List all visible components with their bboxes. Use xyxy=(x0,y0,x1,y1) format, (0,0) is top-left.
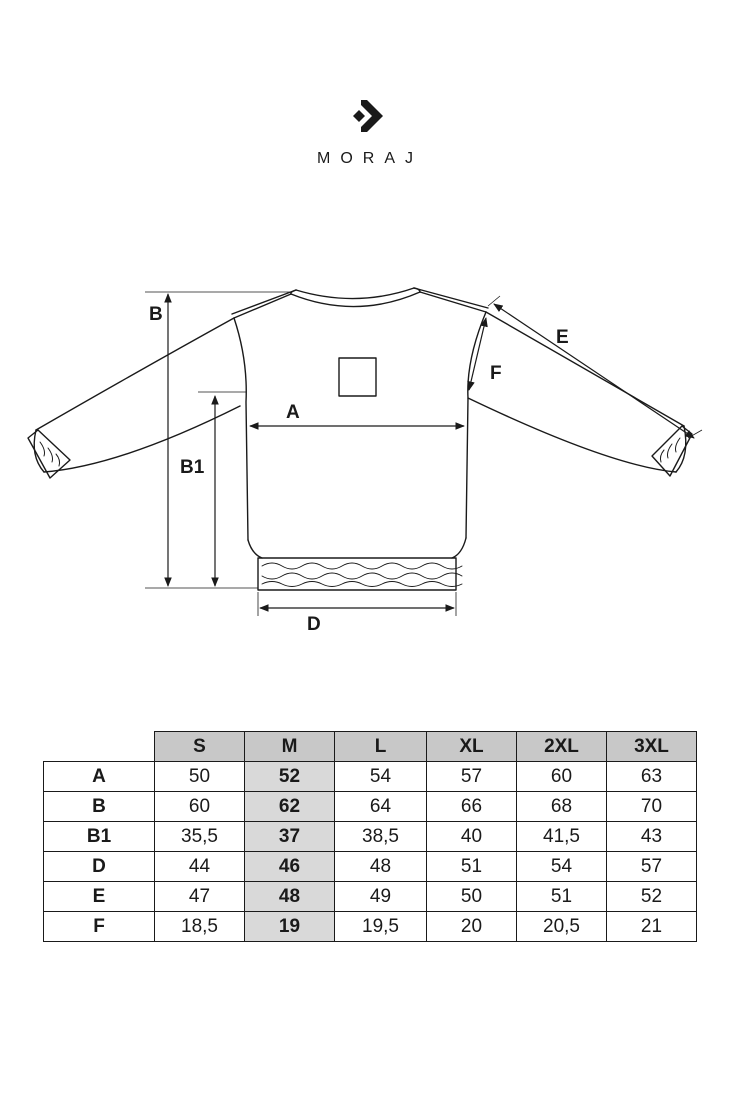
row-label: F xyxy=(43,911,155,942)
table-cell: 60 xyxy=(154,791,245,822)
table-cell: 18,5 xyxy=(154,911,245,942)
size-header-xl: XL xyxy=(426,731,517,762)
table-cell: 64 xyxy=(334,791,427,822)
table-cell: 41,5 xyxy=(516,821,607,852)
table-cell: 47 xyxy=(154,881,245,912)
table-cell-highlighted: 19 xyxy=(244,911,335,942)
table-cell: 19,5 xyxy=(334,911,427,942)
table-cell: 54 xyxy=(516,851,607,882)
table-cell: 60 xyxy=(516,761,607,792)
table-cell-highlighted: 62 xyxy=(244,791,335,822)
table-row: D 44 46 48 51 54 57 xyxy=(43,851,697,882)
table-cell: 21 xyxy=(606,911,697,942)
row-label: B xyxy=(43,791,155,822)
table-cell: 43 xyxy=(606,821,697,852)
sweatshirt-measurement-diagram: B B1 A D E F xyxy=(27,287,703,635)
brand-name: MORAJ xyxy=(317,150,423,167)
dimension-label-a: A xyxy=(286,402,300,423)
table-cell-highlighted: 52 xyxy=(244,761,335,792)
dimension-label-b1: B1 xyxy=(180,457,205,478)
row-label: B1 xyxy=(43,821,155,852)
measurement-lines xyxy=(145,291,703,616)
row-label: A xyxy=(43,761,155,792)
table-cell: 50 xyxy=(154,761,245,792)
table-cell: 48 xyxy=(334,851,427,882)
size-header-l: L xyxy=(334,731,427,762)
chest-patch xyxy=(338,357,377,397)
table-cell: 63 xyxy=(606,761,697,792)
table-cell-highlighted: 48 xyxy=(244,881,335,912)
table-cell: 40 xyxy=(426,821,517,852)
size-header-row: S M L XL 2XL 3XL xyxy=(43,731,697,762)
table-cell: 20 xyxy=(426,911,517,942)
dimension-label-d: D xyxy=(307,614,321,635)
table-cell: 52 xyxy=(606,881,697,912)
table-cell-highlighted: 37 xyxy=(244,821,335,852)
table-row: A 50 52 54 57 60 63 xyxy=(43,761,697,792)
table-row: B1 35,5 37 38,5 40 41,5 43 xyxy=(43,821,697,852)
size-header-m: M xyxy=(244,731,335,762)
table-cell: 38,5 xyxy=(334,821,427,852)
table-cell: 50 xyxy=(426,881,517,912)
table-cell: 20,5 xyxy=(516,911,607,942)
size-header-s: S xyxy=(154,731,245,762)
row-label: D xyxy=(43,851,155,882)
table-cell-highlighted: 46 xyxy=(244,851,335,882)
size-header-2xl: 2XL xyxy=(516,731,607,762)
row-label: E xyxy=(43,881,155,912)
dimension-f-line xyxy=(467,317,488,391)
dimension-label-f: F xyxy=(490,363,502,384)
moraj-chevron-logo-icon xyxy=(353,100,383,132)
brand-logo xyxy=(0,96,730,136)
table-corner xyxy=(43,731,155,762)
dimension-e-line xyxy=(493,303,695,439)
table-cell: 66 xyxy=(426,791,517,822)
table-cell: 57 xyxy=(426,761,517,792)
dimension-label-b: B xyxy=(149,304,163,325)
size-header-3xl: 3XL xyxy=(606,731,697,762)
table-cell: 70 xyxy=(606,791,697,822)
table-cell: 54 xyxy=(334,761,427,792)
table-cell: 44 xyxy=(154,851,245,882)
size-chart-table: S M L XL 2XL 3XL A 50 52 54 57 60 63 B 6… xyxy=(43,731,697,942)
table-cell: 35,5 xyxy=(154,821,245,852)
dimension-label-e: E xyxy=(556,327,569,348)
table-row: F 18,5 19 19,5 20 20,5 21 xyxy=(43,911,697,942)
table-cell: 57 xyxy=(606,851,697,882)
table-cell: 68 xyxy=(516,791,607,822)
table-cell: 51 xyxy=(426,851,517,882)
table-row: B 60 62 64 66 68 70 xyxy=(43,791,697,822)
table-row: E 47 48 49 50 51 52 xyxy=(43,881,697,912)
sweatshirt-outline xyxy=(27,287,693,591)
table-cell: 49 xyxy=(334,881,427,912)
table-cell: 51 xyxy=(516,881,607,912)
